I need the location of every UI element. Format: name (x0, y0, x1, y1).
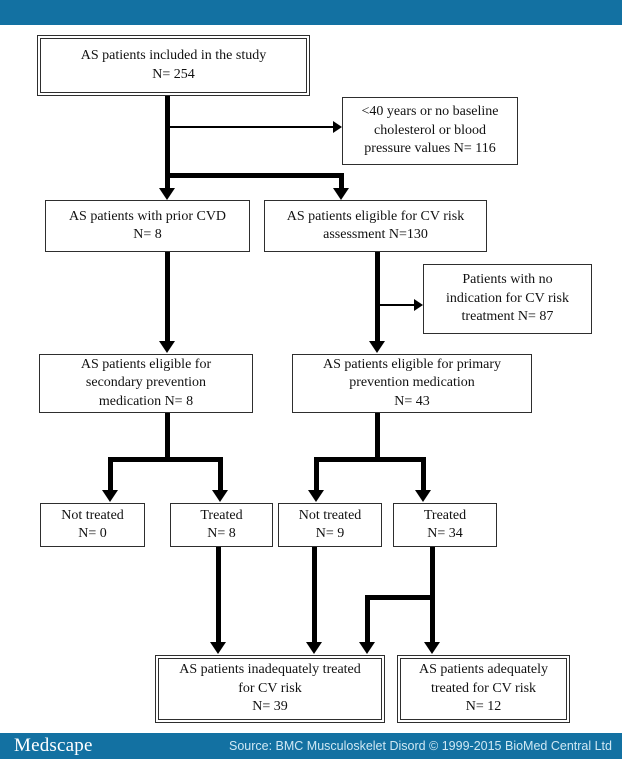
flow-box-prior-cvd: AS patients with prior CVD N= 8 (45, 200, 250, 252)
flow-box-adequately-treated: AS patients adequately treated for CV ri… (397, 655, 570, 723)
arrow-secondary-right-stub (218, 457, 223, 491)
arrow-split-top-line (165, 173, 344, 178)
arrow-to-excluded-baseline-line (170, 126, 334, 128)
arrow-split-right-stub (339, 173, 344, 189)
arrow-treated34-to-inadequate-head-icon (359, 642, 375, 654)
flow-box-adequately-treated-label: AS patients adequately treated for CV ri… (418, 662, 549, 715)
flow-box-not-treated-9: Not treated N= 9 (278, 503, 382, 547)
arrow-secondary-split-line (108, 457, 223, 462)
flow-box-included-label: AS patients included in the study N= 254 (80, 48, 267, 82)
arrow-treated34-branch-h-line (365, 595, 433, 600)
arrow-primary-down-line (375, 413, 380, 462)
arrow-to-excluded-baseline-head-icon (333, 121, 342, 133)
arrow-split-left-stub (165, 173, 170, 189)
flow-box-excluded-baseline-label: <40 years or no baseline cholesterol or … (361, 104, 499, 157)
flow-box-excluded-baseline: <40 years or no baseline cholesterol or … (342, 97, 518, 165)
flow-box-eligible-cv-risk-label: AS patients eligible for CV risk assessm… (286, 208, 465, 242)
arrow-primary-split-line (314, 457, 426, 462)
arrow-included-down-line (165, 96, 170, 178)
arrow-secondary-left-stub (108, 457, 113, 491)
flow-box-secondary-prevention: AS patients eligible for secondary preve… (39, 354, 253, 413)
flow-box-no-indication: Patients with no indication for CV risk … (423, 264, 592, 334)
arrow-prior-to-secondary-head-icon (159, 341, 175, 353)
flow-box-secondary-prevention-label: AS patients eligible for secondary preve… (80, 356, 212, 409)
arrow-eligible-to-primary-line (375, 252, 380, 342)
arrow-primary-left-stub (314, 457, 319, 491)
flow-box-treated-34: Treated N= 34 (393, 503, 497, 547)
flow-box-not-treated-9-label: Not treated N= 9 (298, 507, 362, 541)
arrow-nottreated9-to-inadequate-head-icon (306, 642, 322, 654)
arrow-secondary-right-head-icon (212, 490, 228, 502)
flow-box-primary-prevention-label: AS patients eligible for primary prevent… (322, 356, 502, 409)
arrow-prior-to-secondary-line (165, 252, 170, 342)
flow-box-not-treated-0-label: Not treated N= 0 (61, 507, 124, 541)
flow-box-primary-prevention: AS patients eligible for primary prevent… (292, 354, 532, 413)
flow-box-inadequately-treated-label: AS patients inadequately treated for CV … (179, 662, 361, 715)
flow-box-treated-8: Treated N= 8 (170, 503, 273, 547)
arrow-primary-left-head-icon (308, 490, 324, 502)
flow-box-no-indication-label: Patients with no indication for CV risk … (445, 272, 569, 325)
arrow-primary-right-stub (421, 457, 426, 491)
arrow-treated8-to-inadequate-head-icon (210, 642, 226, 654)
arrow-to-no-indication-line (378, 304, 415, 306)
flow-box-treated-34-label: Treated N= 34 (423, 507, 467, 541)
arrow-primary-right-head-icon (415, 490, 431, 502)
top-banner-bar (0, 0, 622, 25)
source-attribution: Source: BMC Musculoskelet Disord © 1999-… (228, 739, 612, 753)
arrow-treated8-to-inadequate-line (216, 547, 221, 643)
flow-box-eligible-cv-risk: AS patients eligible for CV risk assessm… (264, 200, 487, 252)
arrow-treated34-branch-v-line (365, 595, 370, 643)
arrow-secondary-left-head-icon (102, 490, 118, 502)
flow-box-included: AS patients included in the study N= 254 (37, 35, 310, 96)
footer-bar: Medscape Source: BMC Musculoskelet Disor… (0, 733, 622, 759)
flow-box-prior-cvd-label: AS patients with prior CVD N= 8 (68, 208, 227, 242)
arrow-secondary-down-line (165, 413, 170, 462)
flow-box-inadequately-treated: AS patients inadequately treated for CV … (155, 655, 385, 723)
arrow-eligible-to-primary-head-icon (369, 341, 385, 353)
arrow-split-left-head-icon (159, 188, 175, 200)
flow-box-treated-8-label: Treated N= 8 (200, 507, 243, 541)
arrow-to-no-indication-head-icon (414, 299, 423, 311)
arrow-nottreated9-to-inadequate-line (312, 547, 317, 643)
flow-box-not-treated-0: Not treated N= 0 (40, 503, 145, 547)
medscape-logo: Medscape (14, 735, 93, 756)
arrow-treated34-to-adequate-head-icon (424, 642, 440, 654)
arrow-split-right-head-icon (333, 188, 349, 200)
